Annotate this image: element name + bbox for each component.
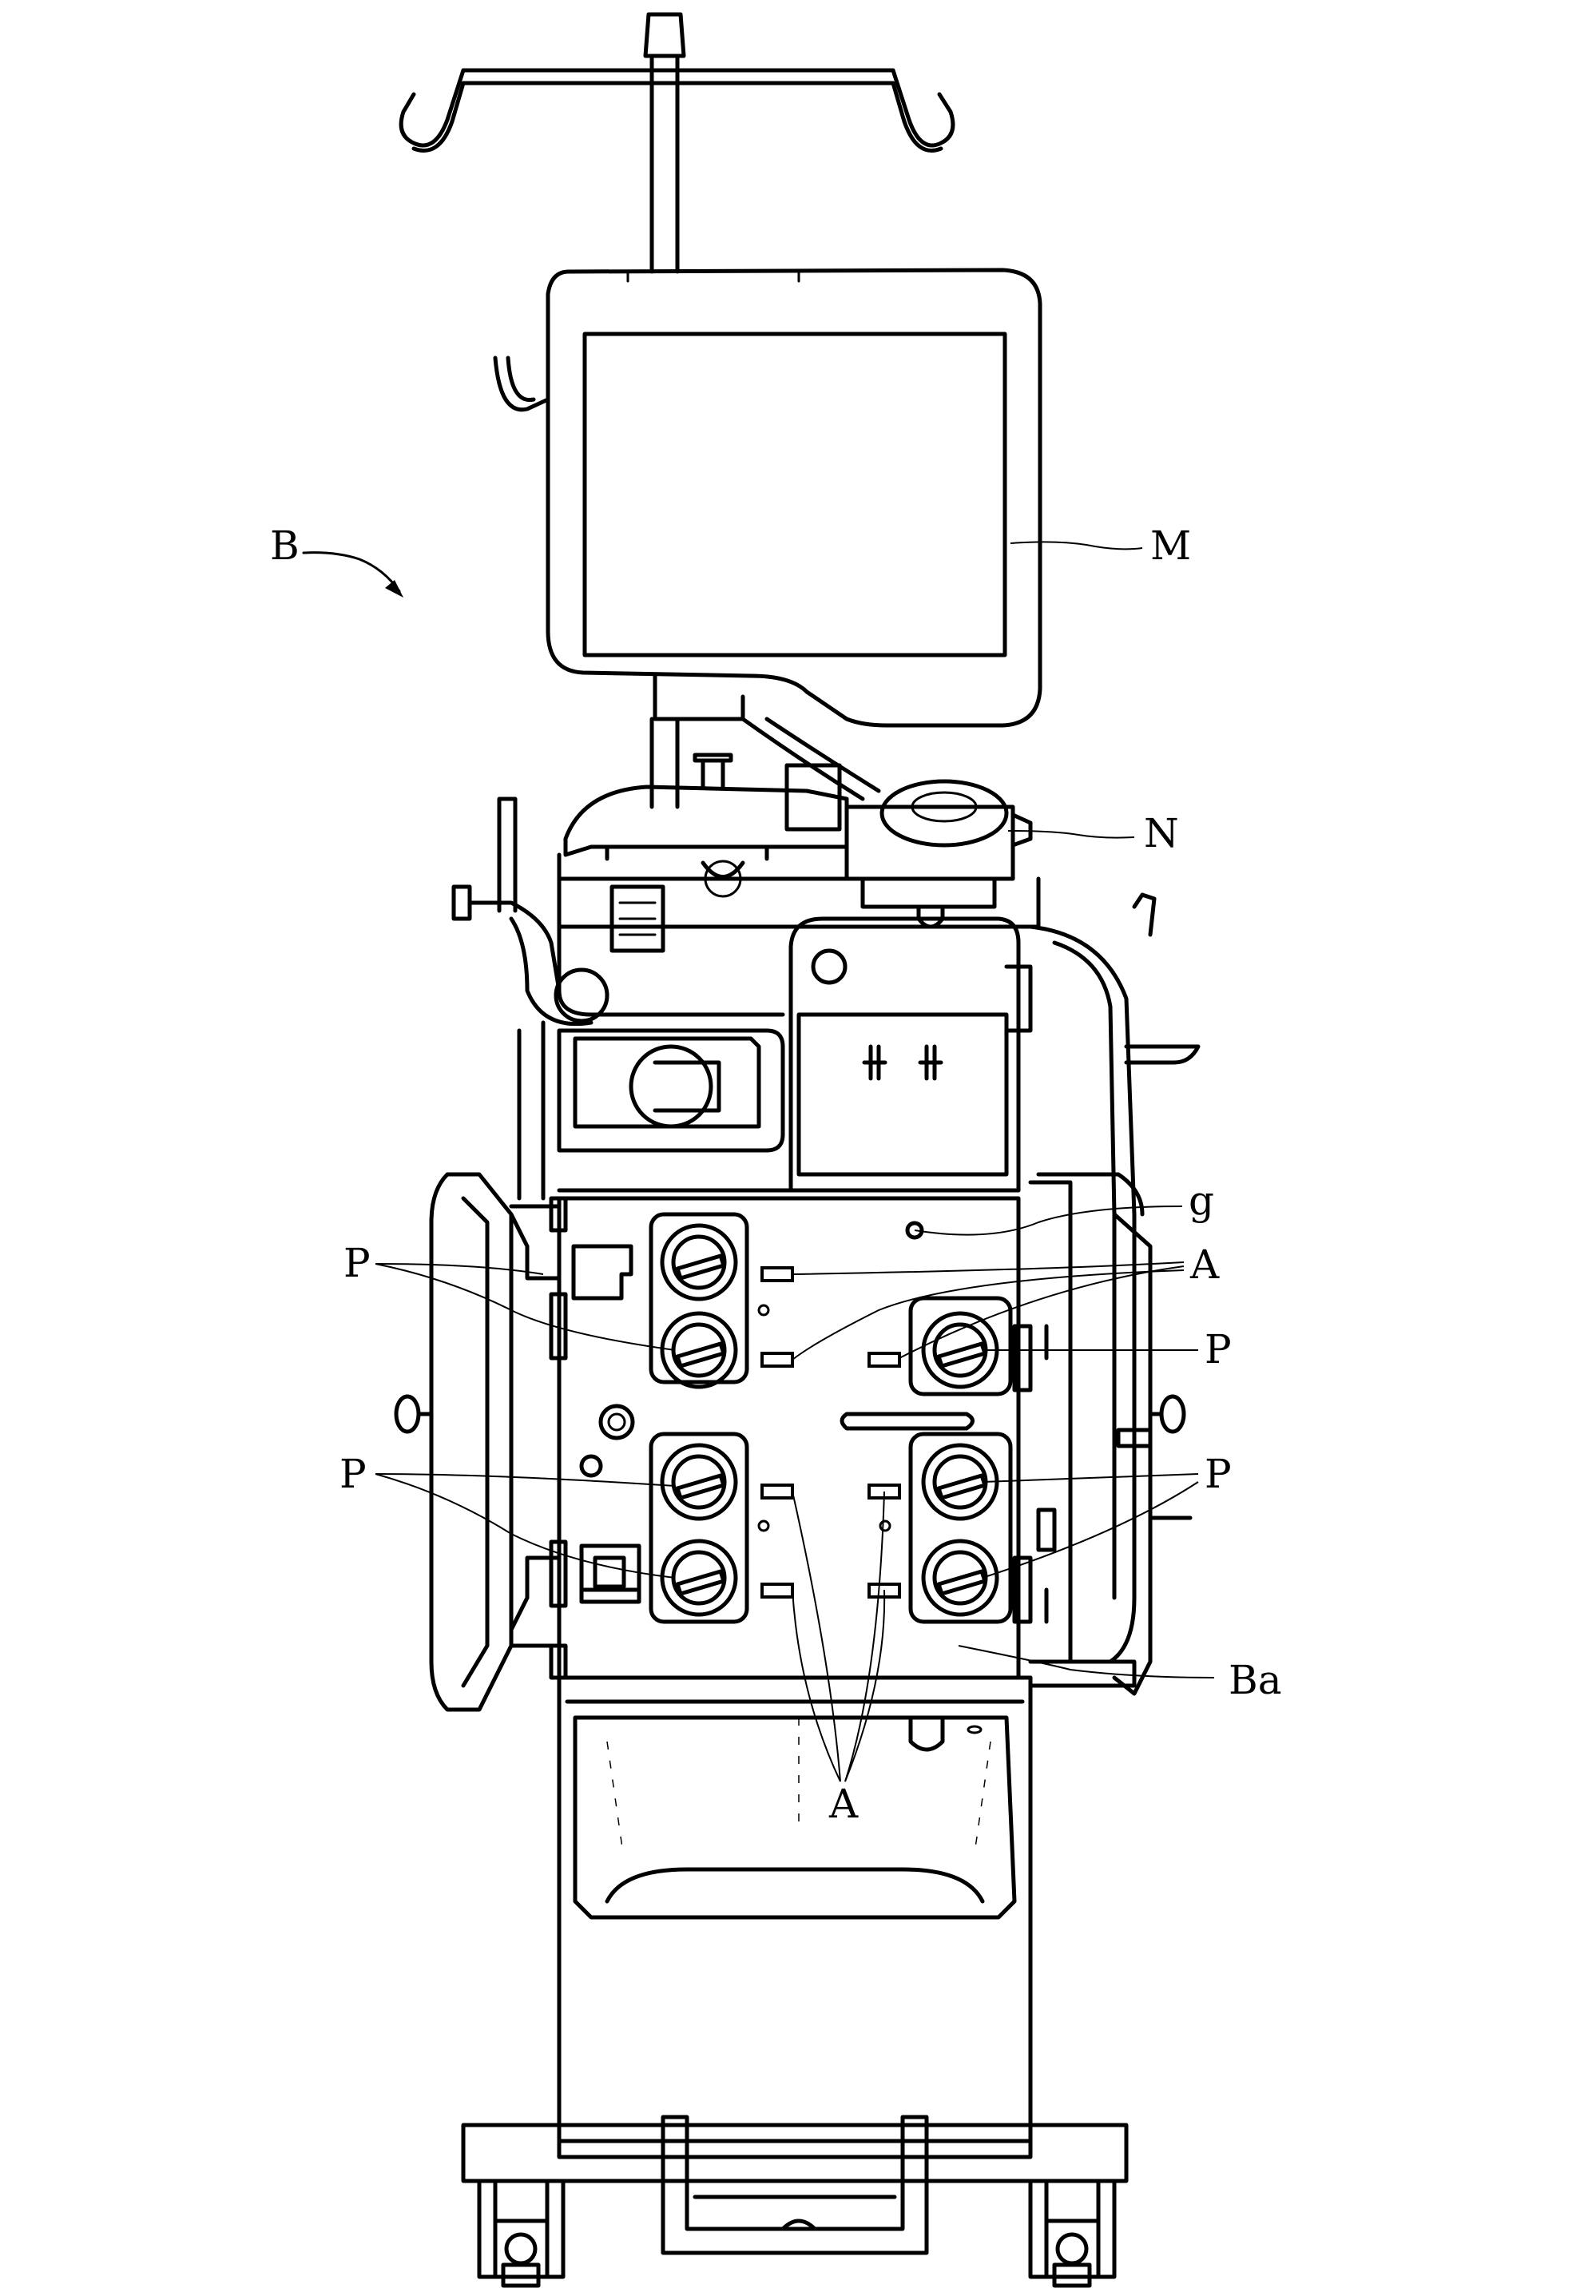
monitor bbox=[493, 268, 1042, 728]
roller-pump-7 bbox=[921, 1539, 999, 1617]
label-p-upper-left: P bbox=[343, 1240, 371, 1286]
blood-pump-housing bbox=[517, 1020, 785, 1201]
label-g: g bbox=[1189, 1178, 1214, 1224]
monitor-arm bbox=[649, 717, 881, 832]
left-door bbox=[394, 1172, 568, 1712]
label-n: N bbox=[1144, 810, 1179, 856]
roller-pump-3 bbox=[660, 1443, 738, 1521]
label-p-lower-left: P bbox=[339, 1451, 367, 1497]
label-a-upper: A bbox=[1189, 1241, 1220, 1288]
caster-right bbox=[1028, 2179, 1117, 2288]
label-p-lower-right: P bbox=[1205, 1451, 1232, 1497]
right-door bbox=[1012, 892, 1201, 1696]
leader-lines bbox=[302, 541, 1215, 1782]
label-ba: Ba bbox=[1229, 1657, 1282, 1703]
label-m: M bbox=[1150, 522, 1191, 569]
label-a-lower: A bbox=[828, 1781, 859, 1827]
reference-labels: B M N g A P P P P Ba A bbox=[270, 522, 1282, 1827]
caster-left bbox=[477, 2179, 566, 2288]
clamp-valve bbox=[579, 1543, 641, 1604]
label-p-upper-right: P bbox=[1205, 1326, 1232, 1372]
connectors bbox=[760, 1266, 901, 1599]
unit-n bbox=[844, 779, 1033, 929]
roller-pump-1 bbox=[660, 1223, 738, 1301]
lower-cabinet bbox=[557, 1675, 1033, 2159]
upper-right-panel bbox=[788, 916, 1033, 1193]
label-b: B bbox=[270, 522, 300, 569]
iv-pole bbox=[399, 12, 955, 274]
pump-panel bbox=[557, 1188, 1033, 1680]
base bbox=[461, 2115, 1129, 2255]
